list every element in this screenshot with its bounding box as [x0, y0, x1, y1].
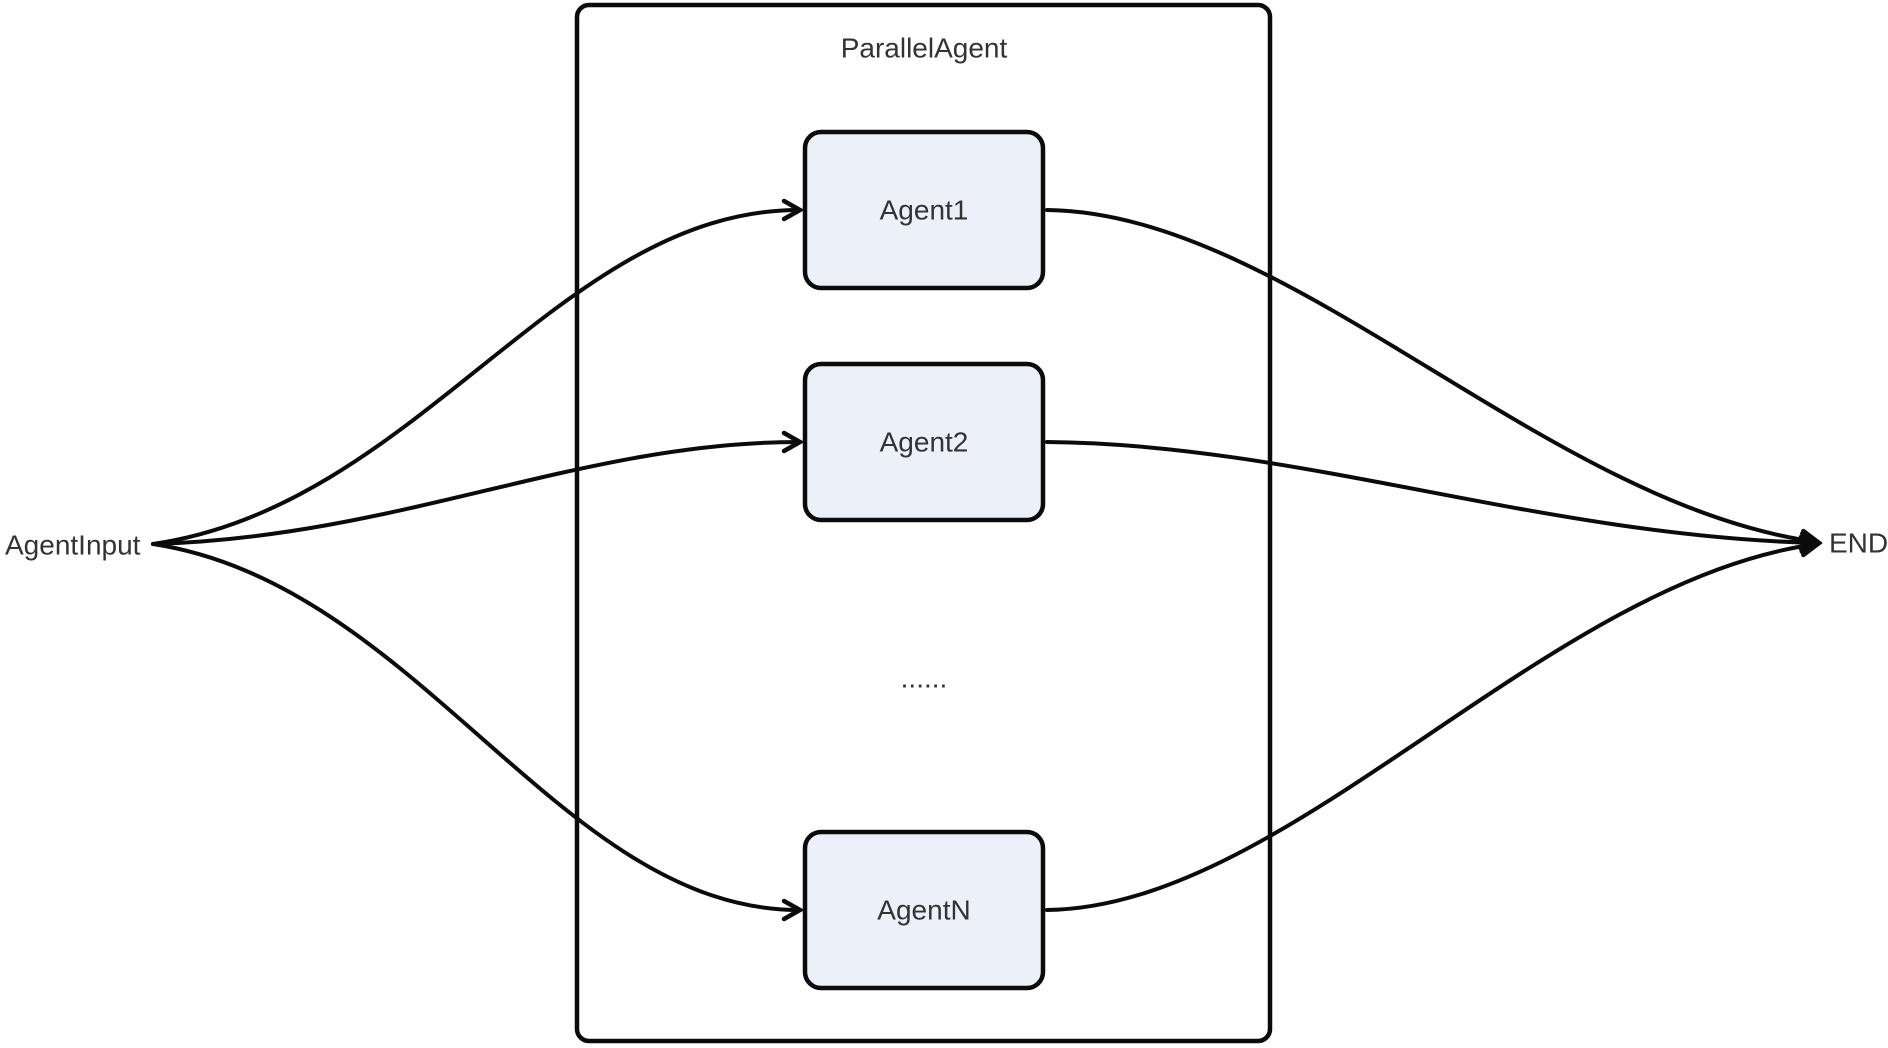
node-agent2-label: Agent2: [880, 427, 969, 458]
parallel-agent-label: ParallelAgent: [841, 33, 1008, 64]
edge-agentn-to-end: [1045, 534, 1823, 912]
parallel-agent-container: [574, 2, 1273, 1044]
end-label: END: [1829, 528, 1888, 559]
node-agent2: Agent2: [802, 361, 1046, 523]
node-agent1-label: Agent1: [880, 195, 969, 226]
edge-group: [151, 198, 1823, 922]
agent-input-label: AgentInput: [5, 530, 141, 561]
edge-agent1-to-end: [1045, 208, 1823, 552]
edge-agent2-to-end: [1045, 440, 1823, 554]
edge-agentinput-to-agent1: [151, 198, 805, 546]
edge-agentinput-to-agent2: [151, 430, 805, 546]
node-ellipsis-label: ......: [901, 663, 948, 694]
node-agentn-box: [802, 829, 1046, 991]
node-agentn: AgentN: [802, 829, 1046, 991]
node-agent2-box: [802, 361, 1046, 523]
node-agentn-label: AgentN: [877, 895, 970, 926]
node-agent1: Agent1: [802, 129, 1046, 291]
edge-agentinput-to-agentn: [151, 542, 805, 922]
node-agent1-box: [802, 129, 1046, 291]
